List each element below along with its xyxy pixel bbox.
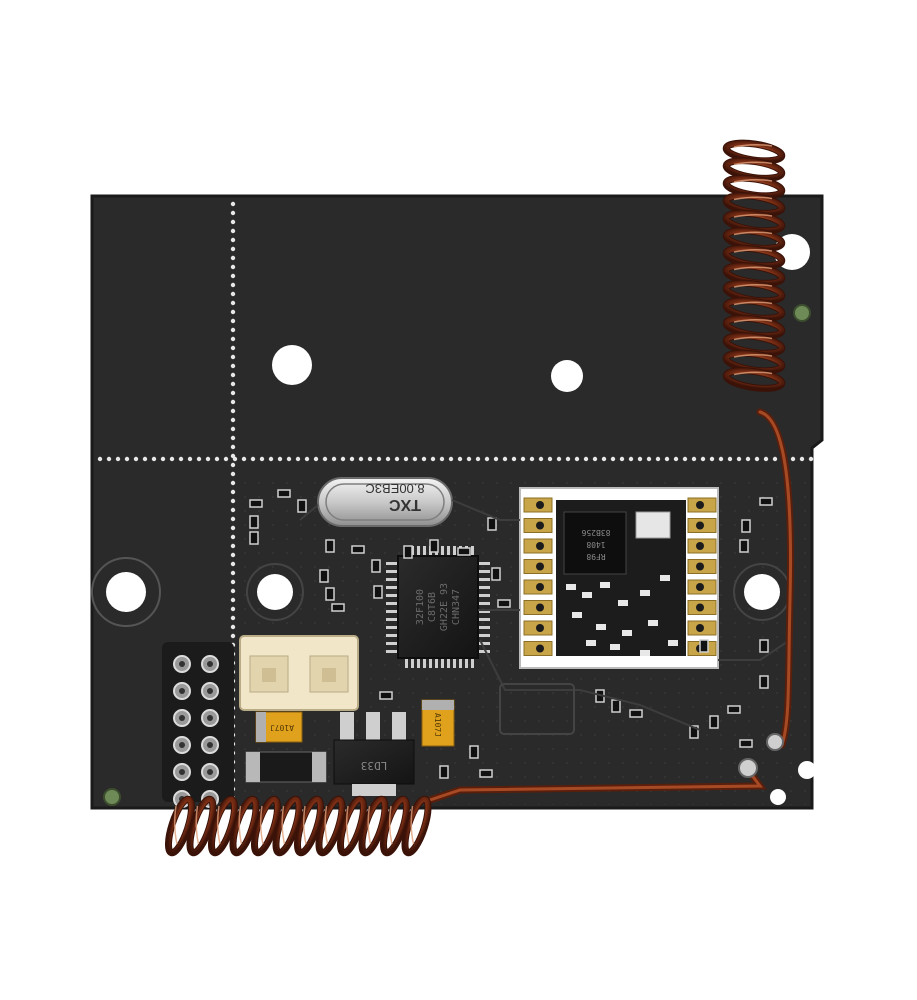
mounting-hole (551, 360, 583, 392)
mcu-marking-2: C8T6B (427, 592, 438, 622)
mounting-holes (91, 234, 816, 806)
rf-marking-3: 83B256 (581, 528, 610, 537)
perforation-lines (97, 201, 814, 801)
antenna-leads (426, 408, 795, 804)
mounting-hole (272, 345, 312, 385)
rf-marking-2: 1408 (586, 540, 605, 549)
pin-header (162, 642, 234, 808)
copper-traces (299, 499, 791, 735)
rf-module: RF98 1408 83B256 (519, 487, 719, 669)
tantalum-capacitors: A107J A107J (255, 699, 455, 747)
coil-antenna-vertical (722, 139, 786, 392)
voltage-regulator: LD33 (245, 712, 415, 796)
mounting-hole (246, 563, 304, 621)
crystal-code: 8.00EB3C (365, 481, 424, 496)
microcontroller-chip: 32F100 C8T6B GH22E 93 CHN347 (386, 546, 490, 668)
mcu-marking-4: CHN347 (451, 589, 462, 625)
coil-antenna-horizontal (164, 795, 432, 857)
mounting-hole (744, 574, 780, 610)
mounting-hole (798, 761, 816, 779)
tantalum-marking-2: A107J (433, 713, 442, 737)
smd-components (249, 489, 773, 779)
crystal-brand: TXC (389, 496, 421, 513)
mounting-hole (91, 557, 161, 627)
mounting-hole (257, 574, 293, 610)
via-pad-green (793, 304, 811, 322)
crystal-oscillator: TXC 8.00EB3C (317, 477, 453, 527)
mcu-marking-1: 32F100 (415, 589, 426, 625)
regulator-marking: LD33 (361, 759, 388, 772)
mounting-hole (770, 789, 786, 805)
rf-marking-1: RF98 (586, 552, 605, 561)
mcu-marking-3: GH22E 93 (439, 583, 450, 631)
tantalum-marking-1: A107J (270, 723, 294, 732)
jst-connector (239, 635, 359, 711)
mounting-hole (106, 572, 146, 612)
via-pad-green (103, 788, 121, 806)
